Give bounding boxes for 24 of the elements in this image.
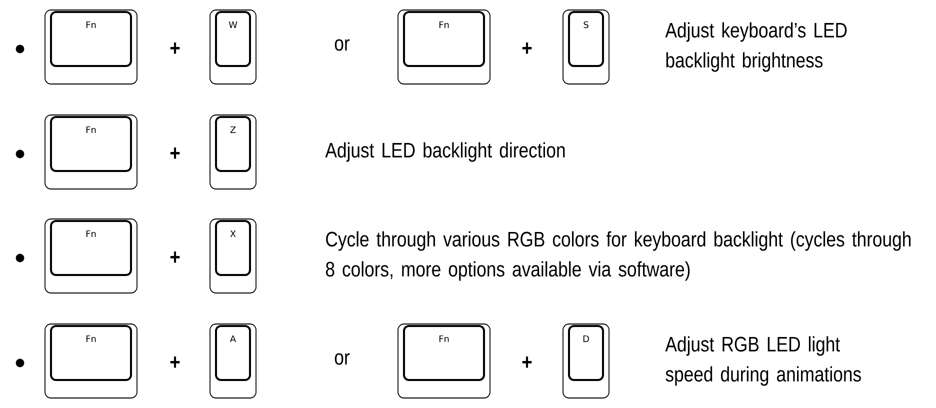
plus-sign: + (170, 252, 180, 263)
key: Fn (44, 114, 138, 190)
plus-sign: + (170, 42, 180, 54)
description: Adjust RGB LED light speed during animations (665, 336, 861, 386)
or-text: or (334, 39, 350, 51)
key: Fn (398, 324, 490, 398)
plus-sign: + (522, 356, 532, 368)
key: D (562, 324, 610, 398)
plus-sign: + (522, 42, 532, 54)
key: W (210, 10, 256, 84)
key: A (210, 324, 256, 398)
or-text: or (334, 353, 350, 365)
plus-sign: + (170, 356, 180, 368)
plus-sign: + (170, 148, 180, 159)
description: Adjust LED backlight direction (325, 142, 565, 162)
key: Fn (398, 10, 490, 84)
key: S (562, 10, 610, 84)
key: Fn (44, 218, 138, 294)
key: Fn (44, 324, 138, 398)
key: Z (210, 114, 256, 190)
description: Cycle through various RGB colors for keyboard backlight (cycles through 8 colors, more options available via software) (326, 231, 911, 281)
key: Fn (44, 10, 138, 84)
description: Adjust keyboard’s LED backlight brightness (665, 22, 847, 72)
key: X (210, 218, 256, 294)
